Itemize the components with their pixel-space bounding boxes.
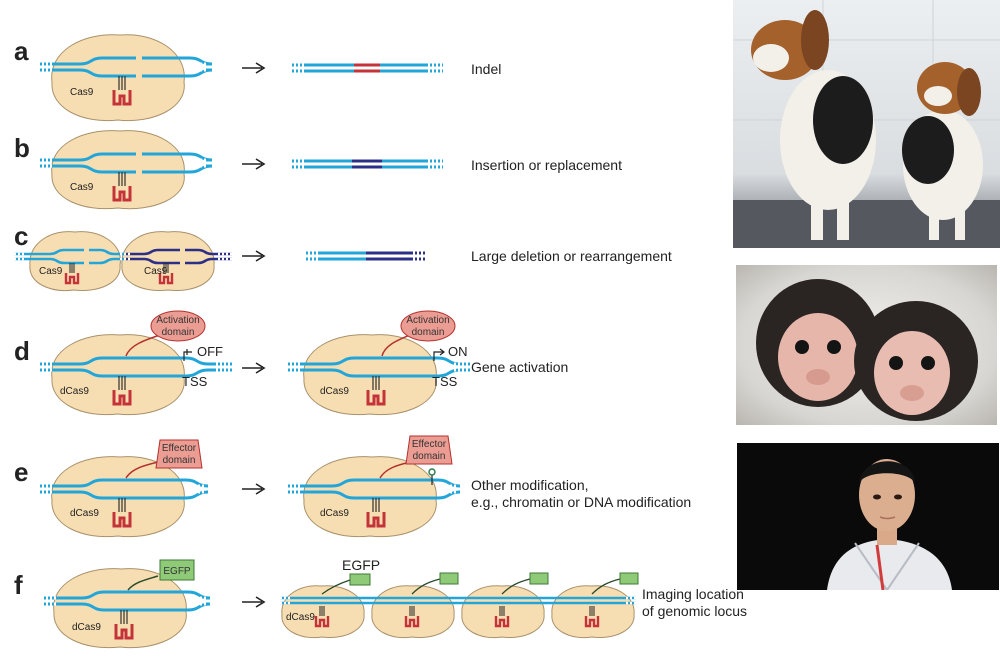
egfp-tag-3 <box>529 572 549 585</box>
description-f-1: Imaging location <box>642 586 744 602</box>
person-photo <box>737 443 999 590</box>
egfp-tag-2 <box>439 572 459 585</box>
arrow-b <box>242 158 266 170</box>
egfp-label-right: EGFP <box>342 557 380 573</box>
row-letter-d: d <box>14 336 30 366</box>
effector-domain-label-right-1: Effector <box>412 439 447 450</box>
row-letter-e: e <box>14 457 28 487</box>
enzyme-label-e-left: dCas9 <box>70 508 99 519</box>
enzyme-label-f-left: dCas9 <box>72 622 101 633</box>
beagle-right <box>902 62 983 240</box>
dna-result-a <box>290 63 443 73</box>
enzyme-label-d-right: dCas9 <box>320 386 349 397</box>
state-on: ON <box>448 344 468 359</box>
enzyme-label-a: Cas9 <box>70 87 94 98</box>
person <box>827 459 952 590</box>
tss-label-right: TSS <box>432 374 458 389</box>
state-off: OFF <box>197 344 223 359</box>
arrow-f <box>242 596 266 608</box>
effector-domain-label-right-2: domain <box>413 451 446 462</box>
row-letter-a: a <box>14 36 29 66</box>
beagle-left <box>751 10 876 240</box>
description-d: Gene activation <box>471 359 568 375</box>
arrow-a <box>242 62 266 74</box>
effector-domain-right <box>405 435 453 465</box>
arrow-e <box>242 483 266 495</box>
effector-domain-label-left-1: Effector <box>162 443 197 454</box>
activation-domain-left <box>150 310 206 342</box>
cas9-body-c1 <box>29 231 121 292</box>
enzyme-label-b: Cas9 <box>70 182 94 193</box>
description-f-2: of genomic locus <box>642 603 747 619</box>
description-e-1: Other modification, <box>471 477 589 493</box>
dcas9-body-f-left <box>53 568 187 649</box>
activation-domain-label-right-2: domain <box>412 327 445 338</box>
description-e-2: e.g., chromatin or DNA modification <box>471 494 691 510</box>
activation-domain-label-right-1: Activation <box>406 315 449 326</box>
egfp-tag-left <box>159 559 195 581</box>
description-a: Indel <box>471 61 501 77</box>
dna-result-b <box>290 159 443 169</box>
activation-domain-label-left-1: Activation <box>156 315 199 326</box>
dna-f-right <box>280 596 636 605</box>
arrow-d <box>242 362 266 374</box>
enzyme-label-d-left: dCas9 <box>60 386 89 397</box>
description-c: Large deletion or rearrangement <box>471 248 672 264</box>
dna-c-right <box>126 248 232 256</box>
activation-domain-label-left-2: domain <box>162 327 195 338</box>
enzyme-label-e-right: dCas9 <box>320 508 349 519</box>
effector-domain-label-left-2: domain <box>163 455 196 466</box>
dogs-photo <box>733 0 1000 248</box>
description-b: Insertion or replacement <box>471 157 622 173</box>
effector-domain-left <box>155 439 203 469</box>
egfp-label-left: EGFP <box>163 566 191 577</box>
cas9-body-a <box>51 34 185 122</box>
row-letter-c: c <box>14 221 28 251</box>
row-letter-f: f <box>14 570 23 600</box>
cas9-body-b <box>51 130 185 210</box>
enzyme-label-c2: Cas9 <box>144 266 168 277</box>
tss-label-left: TSS <box>182 374 208 389</box>
enzyme-label-f-right: dCas9 <box>286 612 315 623</box>
monkey-right <box>854 301 978 421</box>
dna-c-left <box>14 248 126 256</box>
enzyme-label-c1: Cas9 <box>39 266 63 277</box>
activation-domain-right <box>400 310 456 342</box>
egfp-tag-1 <box>349 573 371 586</box>
cas9-body-c2 <box>121 231 215 292</box>
dna-result-c <box>304 251 427 261</box>
monkey-left <box>756 279 880 407</box>
modification-mark <box>428 468 436 485</box>
egfp-tag-4 <box>619 572 639 585</box>
row-letter-b: b <box>14 133 30 163</box>
arrow-c <box>242 250 266 262</box>
monkeys-photo <box>736 265 997 425</box>
